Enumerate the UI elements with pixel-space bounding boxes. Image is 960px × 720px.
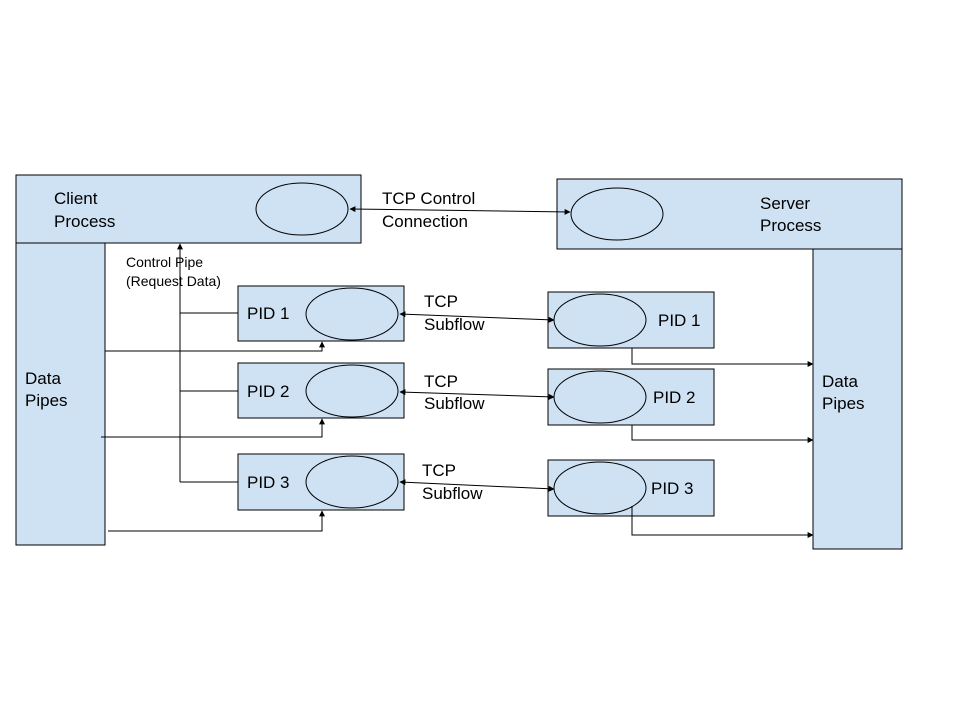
control-pipe-label-1: Control Pipe xyxy=(126,254,203,270)
server-data-pipe-3 xyxy=(631,506,814,538)
server-data-pipes-label-2: Pipes xyxy=(822,394,865,413)
server-pid-1-label: PID 1 xyxy=(658,311,701,330)
control-pipe-label-2: (Request Data) xyxy=(126,273,221,289)
subflow-3-label-2: Subflow xyxy=(422,484,483,503)
subflow-3-arrow xyxy=(399,479,555,492)
client-data-pipe-2 xyxy=(101,418,325,438)
subflow-1-arrow xyxy=(399,311,555,323)
client-pid-2-socket xyxy=(305,364,399,418)
control-connection-arrow xyxy=(349,206,571,215)
subflow-1-label-1: TCP xyxy=(424,292,458,311)
server-data-pipe-1 xyxy=(631,348,814,367)
client-data-pipes-label-2: Pipes xyxy=(25,391,68,410)
subflow-2-label-2: Subflow xyxy=(424,394,485,413)
server-process-label-2: Process xyxy=(760,216,821,235)
client-pid-3-socket xyxy=(305,455,399,509)
client-process-label-2: Process xyxy=(54,212,115,231)
client-pid-3-label: PID 3 xyxy=(247,473,290,492)
server-pid-1-socket xyxy=(553,293,647,347)
server-pid-2-socket xyxy=(553,370,647,424)
subflow-2-label-1: TCP xyxy=(424,372,458,391)
control-connection-label-1: TCP Control xyxy=(382,189,475,208)
client-pid-1-label: PID 1 xyxy=(247,304,290,323)
server-pid-3-label: PID 3 xyxy=(651,479,694,498)
server-pid-2-label: PID 2 xyxy=(653,388,696,407)
control-connection-label-2: Connection xyxy=(382,212,468,231)
subflow-3-label-1: TCP xyxy=(422,461,456,480)
client-pid-1-socket xyxy=(305,287,399,341)
subflow-1-label-2: Subflow xyxy=(424,315,485,334)
subflow-2-arrow xyxy=(399,389,555,400)
server-data-pipes-label-1: Data xyxy=(822,372,858,391)
client-control-socket xyxy=(255,182,349,236)
client-data-pipes-label-1: Data xyxy=(25,369,61,388)
server-process-label-1: Server xyxy=(760,194,810,213)
client-data-pipe-3 xyxy=(108,510,325,532)
client-process-label-1: Client xyxy=(54,189,98,208)
client-data-pipe-1 xyxy=(105,341,325,352)
server-control-socket xyxy=(570,187,664,241)
server-data-pipes-box xyxy=(812,248,903,550)
client-pid-2-label: PID 2 xyxy=(247,382,290,401)
client-data-pipes-box xyxy=(15,242,106,546)
server-data-pipe-2 xyxy=(631,425,814,443)
